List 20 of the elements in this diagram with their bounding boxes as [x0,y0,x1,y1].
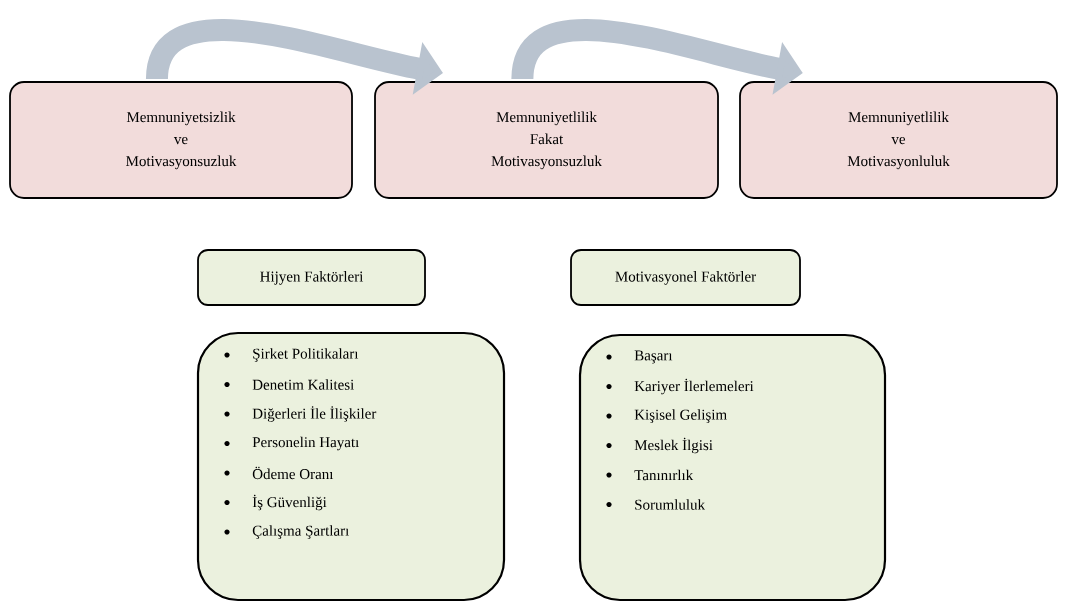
state-box: Memnuniyetsizlik ve Motivasyonsuzluk [9,81,353,199]
list-item: Başarı [634,350,673,364]
state-box: Memnuniyetlilik ve Motivasyonluluk [739,81,1058,199]
list-item: Çalışma Şartları [252,525,349,539]
list-item: İş Güvenliği [252,494,327,511]
list-item: Kariyer İlerlemeleri [634,378,754,395]
list-item: Sorumluluk [635,499,706,510]
list-item: Meslek İlgisi [634,437,713,454]
state-box: Memnuniyetlilik Fakat Motivasyonsuzluk [374,81,719,199]
heading-box: Hijyen Faktörleri [197,249,426,306]
list-item: Şirket Politikaları [253,348,359,362]
list-item: Diğerleri İle İlişkiler [252,406,377,422]
list-item: Denetim Kalitesi [252,379,354,390]
list-item: Tanınırlık [634,469,694,481]
list-item: Kişisel Gelişim [634,409,727,423]
list-box [196,331,506,602]
list-item: Personelin Hayatı [252,436,359,451]
list-item: Ödeme Oranı [252,466,334,480]
list-box [578,333,887,602]
heading-box: Motivasyonel Faktörler [570,249,801,306]
